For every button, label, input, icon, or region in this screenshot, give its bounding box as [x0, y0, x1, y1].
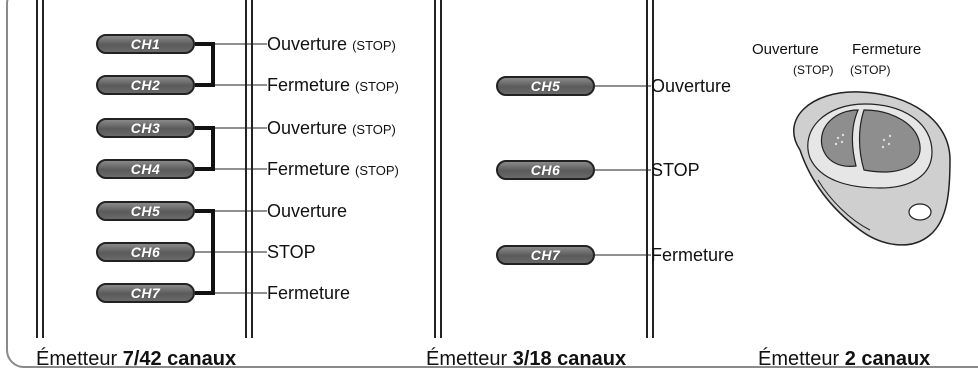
divider-line [652, 0, 654, 338]
channel-label: Ouverture (STOP) [267, 118, 396, 138]
remote-button-sublabel-open: (STOP) [793, 63, 834, 77]
channel-label: STOP [651, 160, 700, 180]
channel-pill-ch7: CH7 [496, 245, 595, 265]
channel-label: Ouverture (STOP) [267, 34, 396, 54]
channel-pill-ch6: CH6 [496, 160, 595, 180]
button-dots [834, 133, 892, 149]
section-title-3-18: Émetteur 3/18 canaux [426, 348, 627, 370]
channel-label: Fermeture [267, 283, 351, 303]
remote-button-label-open: Ouverture [752, 41, 819, 58]
channel-pill-ch2: CH2 [96, 75, 195, 95]
divider-line [646, 0, 648, 338]
group-brackets [195, 42, 215, 295]
channel-pill-ch3: CH3 [96, 118, 195, 138]
channel-label: Ouverture [267, 201, 348, 221]
remote-button-right [858, 109, 921, 173]
channel-pill-ch5: CH5 [96, 201, 195, 221]
divider-line [440, 0, 442, 338]
remote-control-illustration [793, 91, 951, 246]
divider-line [42, 0, 44, 338]
keyring-hole [908, 203, 932, 221]
section-title-2: Émetteur 2 canaux [758, 348, 931, 370]
channel-label: Ouverture [651, 76, 732, 96]
channel-label: Fermeture [651, 245, 735, 265]
channel-label: Fermeture (STOP) [267, 159, 399, 179]
channel-label: STOP [267, 242, 316, 262]
remote-edge-line [817, 179, 871, 231]
channel-pill-ch7: CH7 [96, 283, 195, 303]
remote-button-sublabel-close: (STOP) [850, 63, 891, 77]
remote-button-left [820, 109, 859, 167]
channel-pill-ch4: CH4 [96, 159, 195, 179]
remote-button-label-close: Fermeture [852, 41, 922, 58]
divider-line [36, 0, 38, 338]
channel-pill-ch5: CH5 [496, 76, 595, 96]
channel-pill-ch6: CH6 [96, 242, 195, 262]
channel-pill-ch1: CH1 [96, 34, 195, 54]
channel-label: Fermeture (STOP) [267, 75, 399, 95]
divider-line [434, 0, 436, 338]
outer-frame [6, 0, 978, 368]
section-title-7-42: Émetteur 7/42 canaux [36, 348, 237, 370]
